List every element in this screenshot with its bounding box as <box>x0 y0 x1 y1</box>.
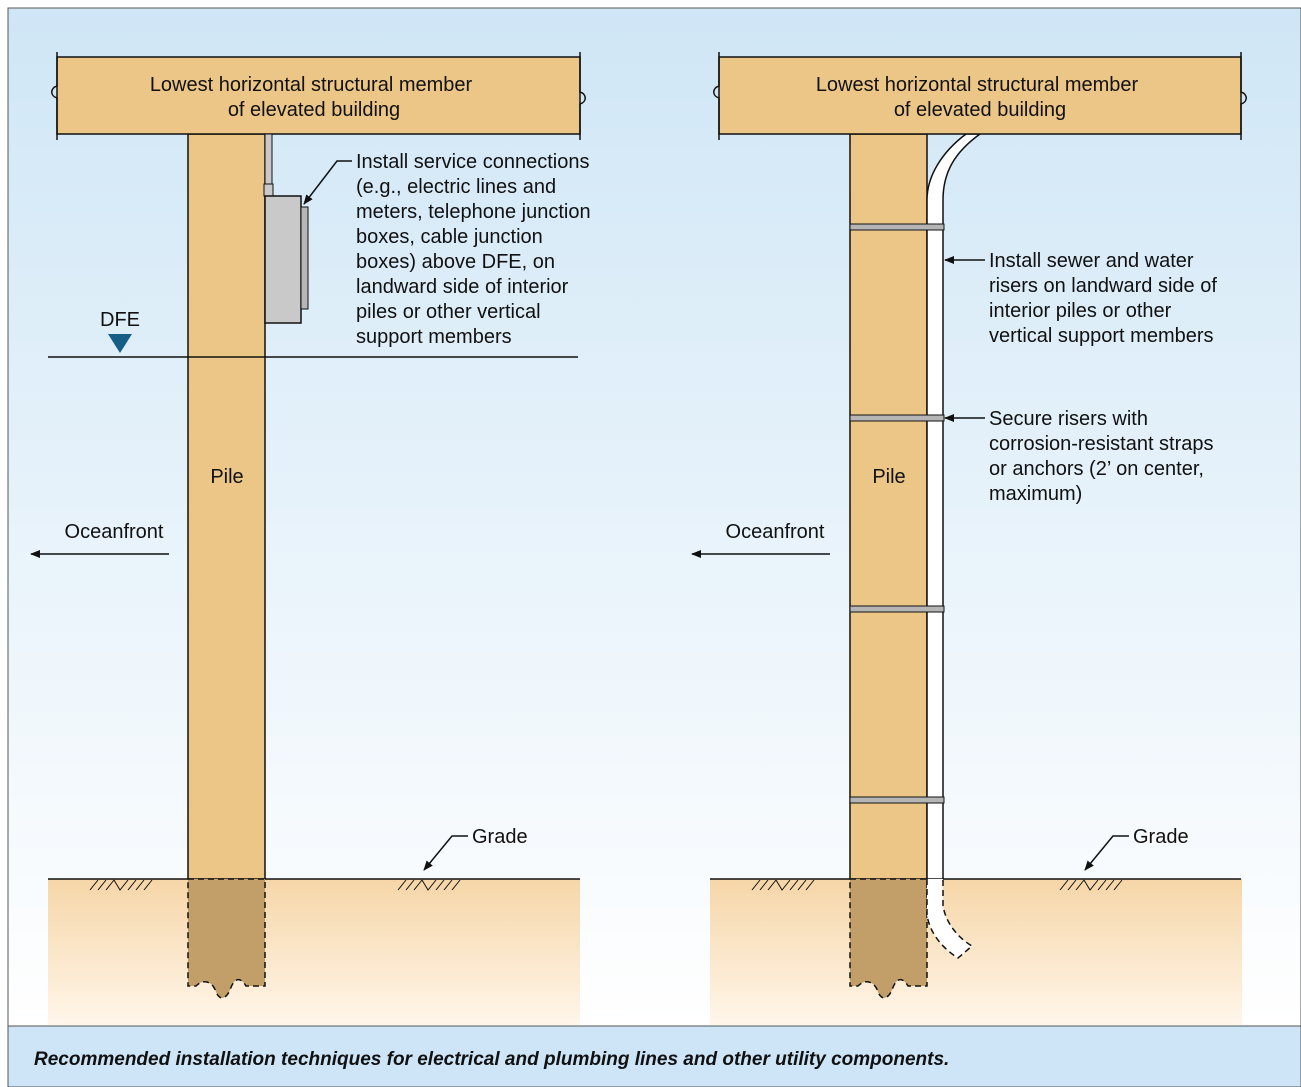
right-ground-hatch <box>751 879 1123 891</box>
left-beam <box>56 56 581 135</box>
left-ground-hatch <box>89 879 461 891</box>
riser-pipe-buried <box>926 879 974 959</box>
left-beam-break-left <box>51 52 58 140</box>
service-note-line: boxes, cable junction <box>356 226 543 248</box>
service-note-line: meters, telephone junction <box>356 201 591 223</box>
left-beam-label-line1: Lowest horizontal structural member <box>150 74 473 96</box>
left-oceanfront-label: Oceanfront <box>65 521 164 543</box>
riser-note-line: vertical support members <box>989 325 1214 347</box>
right-grade-label: Grade <box>1133 826 1189 848</box>
riser-strap <box>849 605 945 613</box>
riser-note-line: interior piles or other <box>989 300 1172 322</box>
meter-box-cover <box>300 206 309 310</box>
left-pile-buried <box>187 878 266 999</box>
strap-note-line: Secure risers with <box>989 408 1148 430</box>
riser-strap <box>849 796 945 804</box>
left-soil <box>48 879 580 1025</box>
service-note-line: boxes) above DFE, on <box>356 251 555 273</box>
service-note-line: support members <box>356 326 512 348</box>
right-pile-buried <box>849 878 928 999</box>
left-panel: Lowest horizontal structural member of e… <box>30 52 596 1025</box>
right-beam <box>718 56 1242 135</box>
service-note-line: (e.g., electric lines and <box>356 176 556 198</box>
right-pile <box>849 133 928 880</box>
dfe-label: DFE <box>100 309 140 331</box>
right-soil <box>710 879 1242 1025</box>
right-pile-label: Pile <box>872 466 905 488</box>
left-beam-label-line2: of elevated building <box>228 99 400 121</box>
riser-note: Install sewer and water risers on landwa… <box>989 250 1222 347</box>
riser-note-line: risers on landward side of <box>989 275 1217 297</box>
left-grade-leader <box>423 835 468 871</box>
service-conduit <box>264 133 273 187</box>
service-conduit-fitting <box>263 183 274 197</box>
service-note-line: piles or other vertical <box>356 301 541 323</box>
service-note-leader <box>303 160 352 205</box>
caption-band <box>7 1025 1301 1087</box>
left-beam-break-right <box>579 52 586 140</box>
strap-note: Secure risers with corrosion-resistant s… <box>989 408 1219 505</box>
left-grade-label: Grade <box>472 826 528 848</box>
strap-note-line: corrosion-resistant straps <box>989 433 1214 455</box>
service-note: Install service connections (e.g., elect… <box>356 151 596 348</box>
meter-box <box>264 195 302 324</box>
right-beam-break-left <box>713 52 720 140</box>
left-pile-label: Pile <box>210 466 243 488</box>
dfe-marker-icon <box>108 334 132 353</box>
figure-caption: Recommended installation techniques for … <box>34 1049 949 1070</box>
left-pile <box>187 133 266 880</box>
service-note-line: Install service connections <box>356 151 589 173</box>
riser-strap <box>849 414 945 422</box>
riser-strap <box>849 223 945 231</box>
right-oceanfront-label: Oceanfront <box>726 521 825 543</box>
service-note-line: landward side of interior <box>356 276 569 298</box>
riser-note-line: Install sewer and water <box>989 250 1194 272</box>
strap-note-line: maximum) <box>989 483 1082 505</box>
right-beam-label-line2: of elevated building <box>894 99 1066 121</box>
right-grade-leader <box>1084 835 1129 871</box>
right-beam-break-right <box>1240 52 1247 140</box>
strap-note-line: or anchors (2’ on center, <box>989 458 1204 480</box>
right-panel: Lowest horizontal structural member of e… <box>691 52 1247 1025</box>
right-beam-label-line1: Lowest horizontal structural member <box>816 74 1139 96</box>
